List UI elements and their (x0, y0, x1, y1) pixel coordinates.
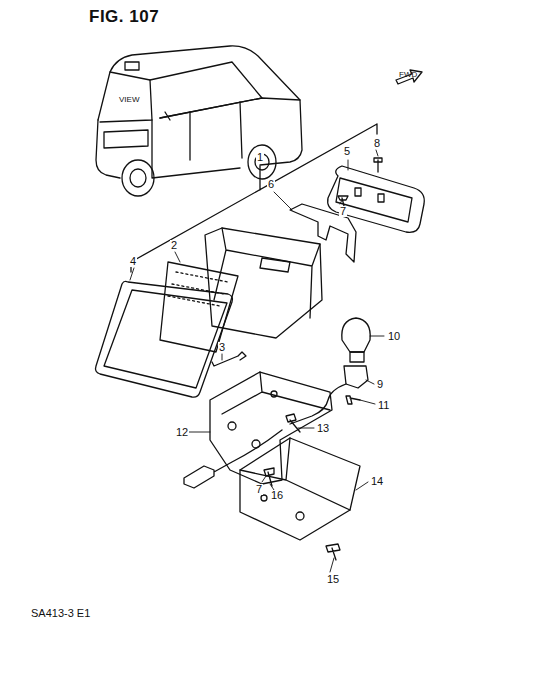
callout-number: 3 (218, 342, 226, 353)
connector (184, 430, 282, 488)
screw (346, 396, 360, 404)
lamp (328, 166, 425, 232)
bracket (290, 204, 356, 262)
screw (374, 158, 382, 172)
forward-arrow (396, 70, 422, 84)
figure-title: FIG. 107 (88, 8, 160, 25)
screw (286, 414, 300, 432)
group-bracket (131, 124, 377, 272)
screw (338, 196, 348, 206)
bulb (342, 318, 370, 352)
callout-number: 2 (170, 240, 178, 251)
bracket (210, 372, 332, 484)
clip (326, 544, 340, 560)
forward-label: FWD (398, 71, 418, 79)
callout-number: 16 (270, 490, 284, 501)
callout-number: 4 (129, 256, 137, 267)
callout-number: 7 (339, 206, 347, 217)
callout-number: 5 (343, 146, 351, 157)
callout-number: 13 (316, 423, 330, 434)
drawing-code: SA413-3 E1 (30, 608, 91, 619)
car-illustration (96, 46, 302, 196)
callout-number: 12 (175, 427, 189, 438)
housing (205, 228, 322, 338)
gasket (160, 262, 238, 352)
callout-number: 11 (377, 400, 390, 411)
callout-number: 6 (267, 179, 275, 190)
view-label: VIEW (118, 96, 140, 104)
socket (344, 366, 368, 388)
callout-number: 14 (370, 476, 384, 487)
callout-number: 1 (256, 152, 264, 163)
callout-number: 10 (387, 331, 401, 342)
callout-number: 7 (255, 484, 263, 495)
bracket (240, 438, 360, 540)
leader-lines (130, 150, 384, 572)
callout-number: 15 (326, 574, 340, 585)
callout-number: 9 (376, 379, 384, 390)
screw (212, 352, 246, 366)
callout-number: 8 (373, 138, 381, 149)
